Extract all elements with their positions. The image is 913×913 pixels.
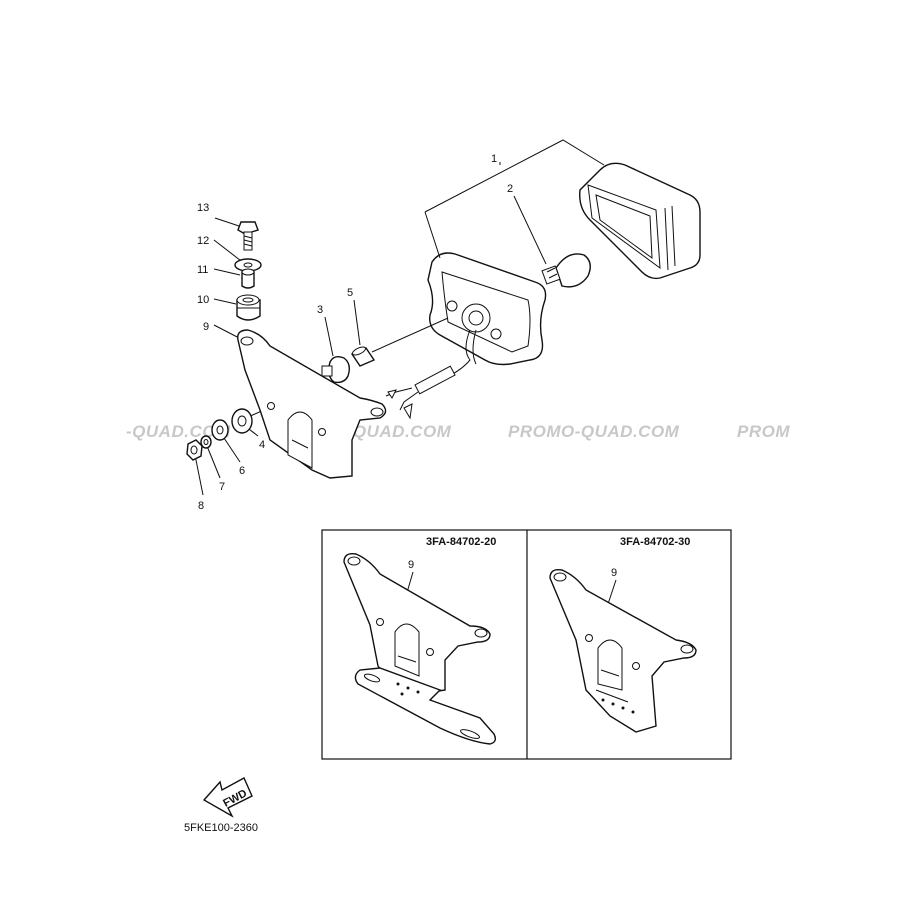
grommet-10 [236, 294, 261, 321]
collar [241, 268, 255, 289]
bracket-main [237, 329, 387, 479]
lock-washer [200, 435, 212, 449]
callout-2: 2 [507, 183, 513, 195]
watermark-text-3: PROMO-QUAD.COM [508, 422, 680, 441]
variant-part-number-2: 3FA-84702-30 [620, 536, 690, 548]
variant-box-1: 3FA-84702-20 9 [343, 536, 496, 745]
callout-13: 13 [197, 202, 209, 214]
callout-7: 7 [219, 481, 225, 493]
diagram-code: 5FKE100-2360 [184, 822, 258, 834]
callout-5: 5 [347, 287, 353, 299]
taillight-lens [579, 162, 701, 280]
callout-labels: 1 2 3 5 13 12 11 10 9 4 6 7 8 [197, 153, 513, 512]
collar-5 [350, 346, 376, 367]
lamp-base [385, 252, 547, 420]
variant-panel: 3FA-84702-20 9 3FA-84702-30 9 [321, 529, 732, 760]
callout-8: 8 [198, 500, 204, 512]
watermark-text-4: PROM [737, 422, 790, 441]
nut [186, 439, 203, 461]
fwd-arrow-icon: FWD [202, 777, 253, 818]
bulb [541, 253, 591, 288]
washer-6 [211, 419, 229, 441]
callout-12: 12 [197, 235, 209, 247]
callout-1: 1 [491, 153, 497, 165]
washer-4 [231, 408, 253, 434]
variant-callout-1: 9 [408, 559, 414, 571]
callout-11: 11 [197, 264, 208, 276]
variant-callout-2: 9 [611, 567, 617, 579]
callout-3: 3 [317, 304, 323, 316]
leader-lines [194, 139, 605, 496]
callout-9: 9 [203, 321, 209, 333]
callout-10: 10 [197, 294, 209, 306]
grommet-3 [321, 355, 351, 384]
callout-4: 4 [259, 439, 265, 451]
variant-box-2: 3FA-84702-30 9 [549, 536, 697, 733]
callout-6: 6 [239, 465, 245, 477]
bolt [237, 221, 259, 251]
variant-part-number-1: 3FA-84702-20 [426, 536, 496, 548]
